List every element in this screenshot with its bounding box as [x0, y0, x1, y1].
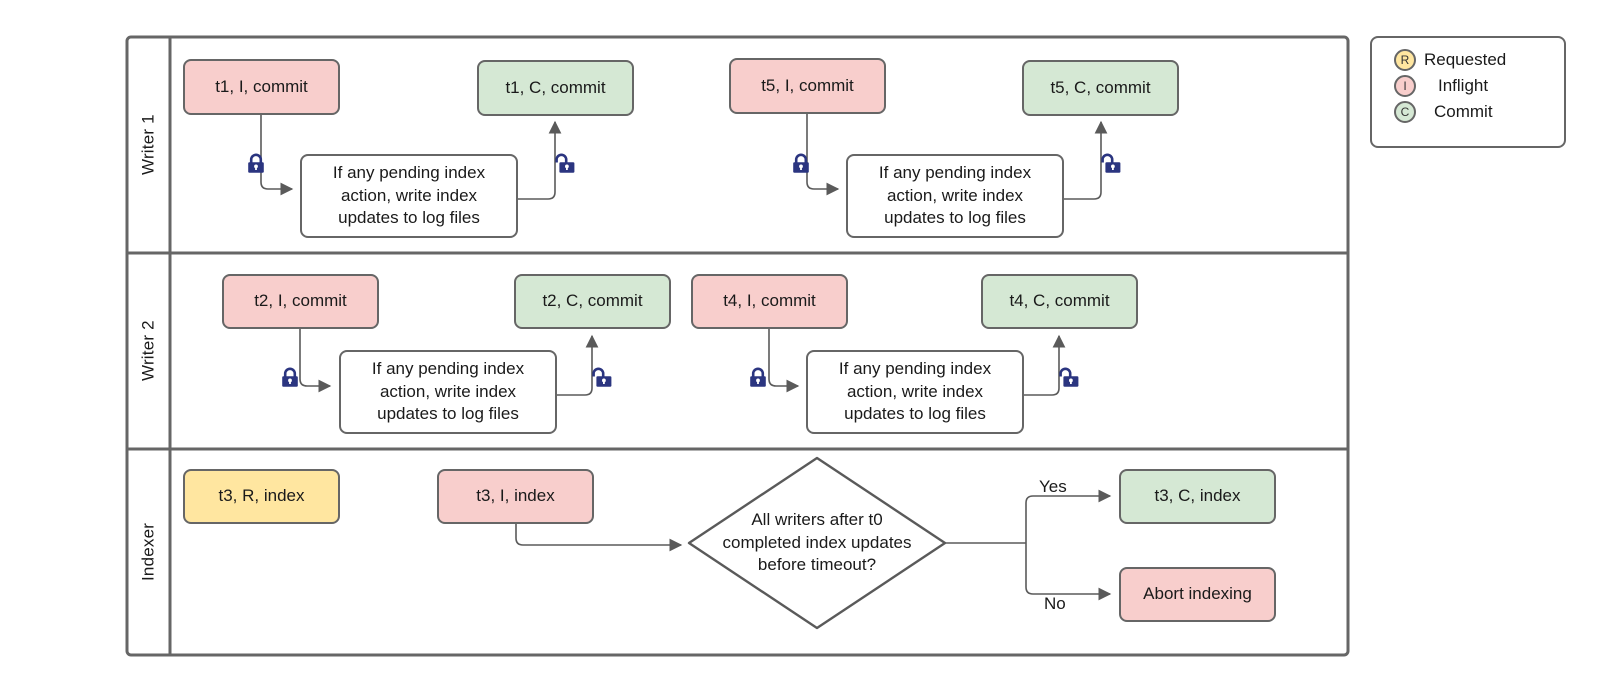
node-w2-t2-inflight[interactable]: t2, I, commit [222, 274, 379, 329]
lock-open-icon [592, 367, 612, 387]
lane-label-writer-1: Writer 1 [138, 114, 158, 176]
legend-label-commit: Commit [1434, 102, 1493, 121]
node-w1-t1-inflight[interactable]: t1, I, commit [183, 59, 340, 115]
legend-badge-commit-icon: C [1394, 101, 1416, 123]
pool-border [125, 35, 1350, 657]
lane-label-writer-2: Writer 2 [138, 320, 158, 382]
node-w2-process-left[interactable]: If any pending index action, write index… [339, 350, 557, 434]
legend-item-requested: R Requested [1372, 47, 1564, 73]
lock-open-icon [555, 153, 575, 173]
decision-diamond [687, 456, 947, 630]
edge-w1-t5-to-proc [806, 114, 840, 196]
lock-closed-icon [282, 367, 298, 387]
edge-decision-no [1025, 543, 1112, 601]
edge-w2-t4-to-proc [768, 329, 800, 393]
edge-label-yes: Yes [1039, 477, 1067, 496]
node-w2-t4-inflight[interactable]: t4, I, commit [691, 274, 848, 329]
edge-w2-proc-to-t4c [1024, 334, 1066, 396]
lock-closed-icon [750, 367, 766, 387]
node-w1-process-right[interactable]: If any pending index action, write index… [846, 154, 1064, 238]
legend-item-commit: C Commit [1372, 99, 1564, 125]
node-idx-abort[interactable]: Abort indexing [1119, 567, 1276, 622]
edge-label-no: No [1044, 594, 1066, 613]
edge-w2-proc-to-t2c [557, 334, 599, 396]
legend-item-inflight: I Inflight [1372, 73, 1564, 99]
edge-w1-t1-to-proc [260, 115, 294, 196]
node-w1-process-left[interactable]: If any pending index action, write index… [300, 154, 518, 238]
edge-decision-yes [1025, 489, 1112, 543]
node-idx-t3-commit[interactable]: t3, C, index [1119, 469, 1276, 524]
lock-closed-icon [248, 153, 264, 173]
lock-closed-icon [793, 153, 809, 173]
edge-idx-inflight-to-decision [515, 524, 683, 552]
legend-label-requested: Requested [1424, 50, 1507, 69]
node-idx-t3-requested[interactable]: t3, R, index [183, 469, 340, 524]
node-w2-t2-commit[interactable]: t2, C, commit [514, 274, 671, 329]
legend: R Requested I Inflight C Commit [1370, 36, 1566, 148]
legend-label-inflight: Inflight [1438, 76, 1489, 95]
lock-open-icon [1059, 367, 1079, 387]
node-w1-t1-commit[interactable]: t1, C, commit [477, 60, 634, 116]
edge-w1-proc-to-t5c [1064, 120, 1108, 200]
node-w1-t5-commit[interactable]: t5, C, commit [1022, 60, 1179, 116]
lock-open-icon [1101, 153, 1121, 173]
node-idx-t3-inflight[interactable]: t3, I, index [437, 469, 594, 524]
edge-w2-t2-to-proc [299, 329, 332, 393]
edge-w1-proc-to-t1c [518, 120, 562, 200]
node-w2-process-right[interactable]: If any pending index action, write index… [806, 350, 1024, 434]
node-w2-t4-commit[interactable]: t4, C, commit [981, 274, 1138, 329]
legend-badge-requested-icon: R [1394, 49, 1416, 71]
node-w1-t5-inflight[interactable]: t5, I, commit [729, 58, 886, 114]
lane-label-indexer: Indexer [138, 522, 158, 582]
legend-badge-inflight-icon: I [1394, 75, 1416, 97]
